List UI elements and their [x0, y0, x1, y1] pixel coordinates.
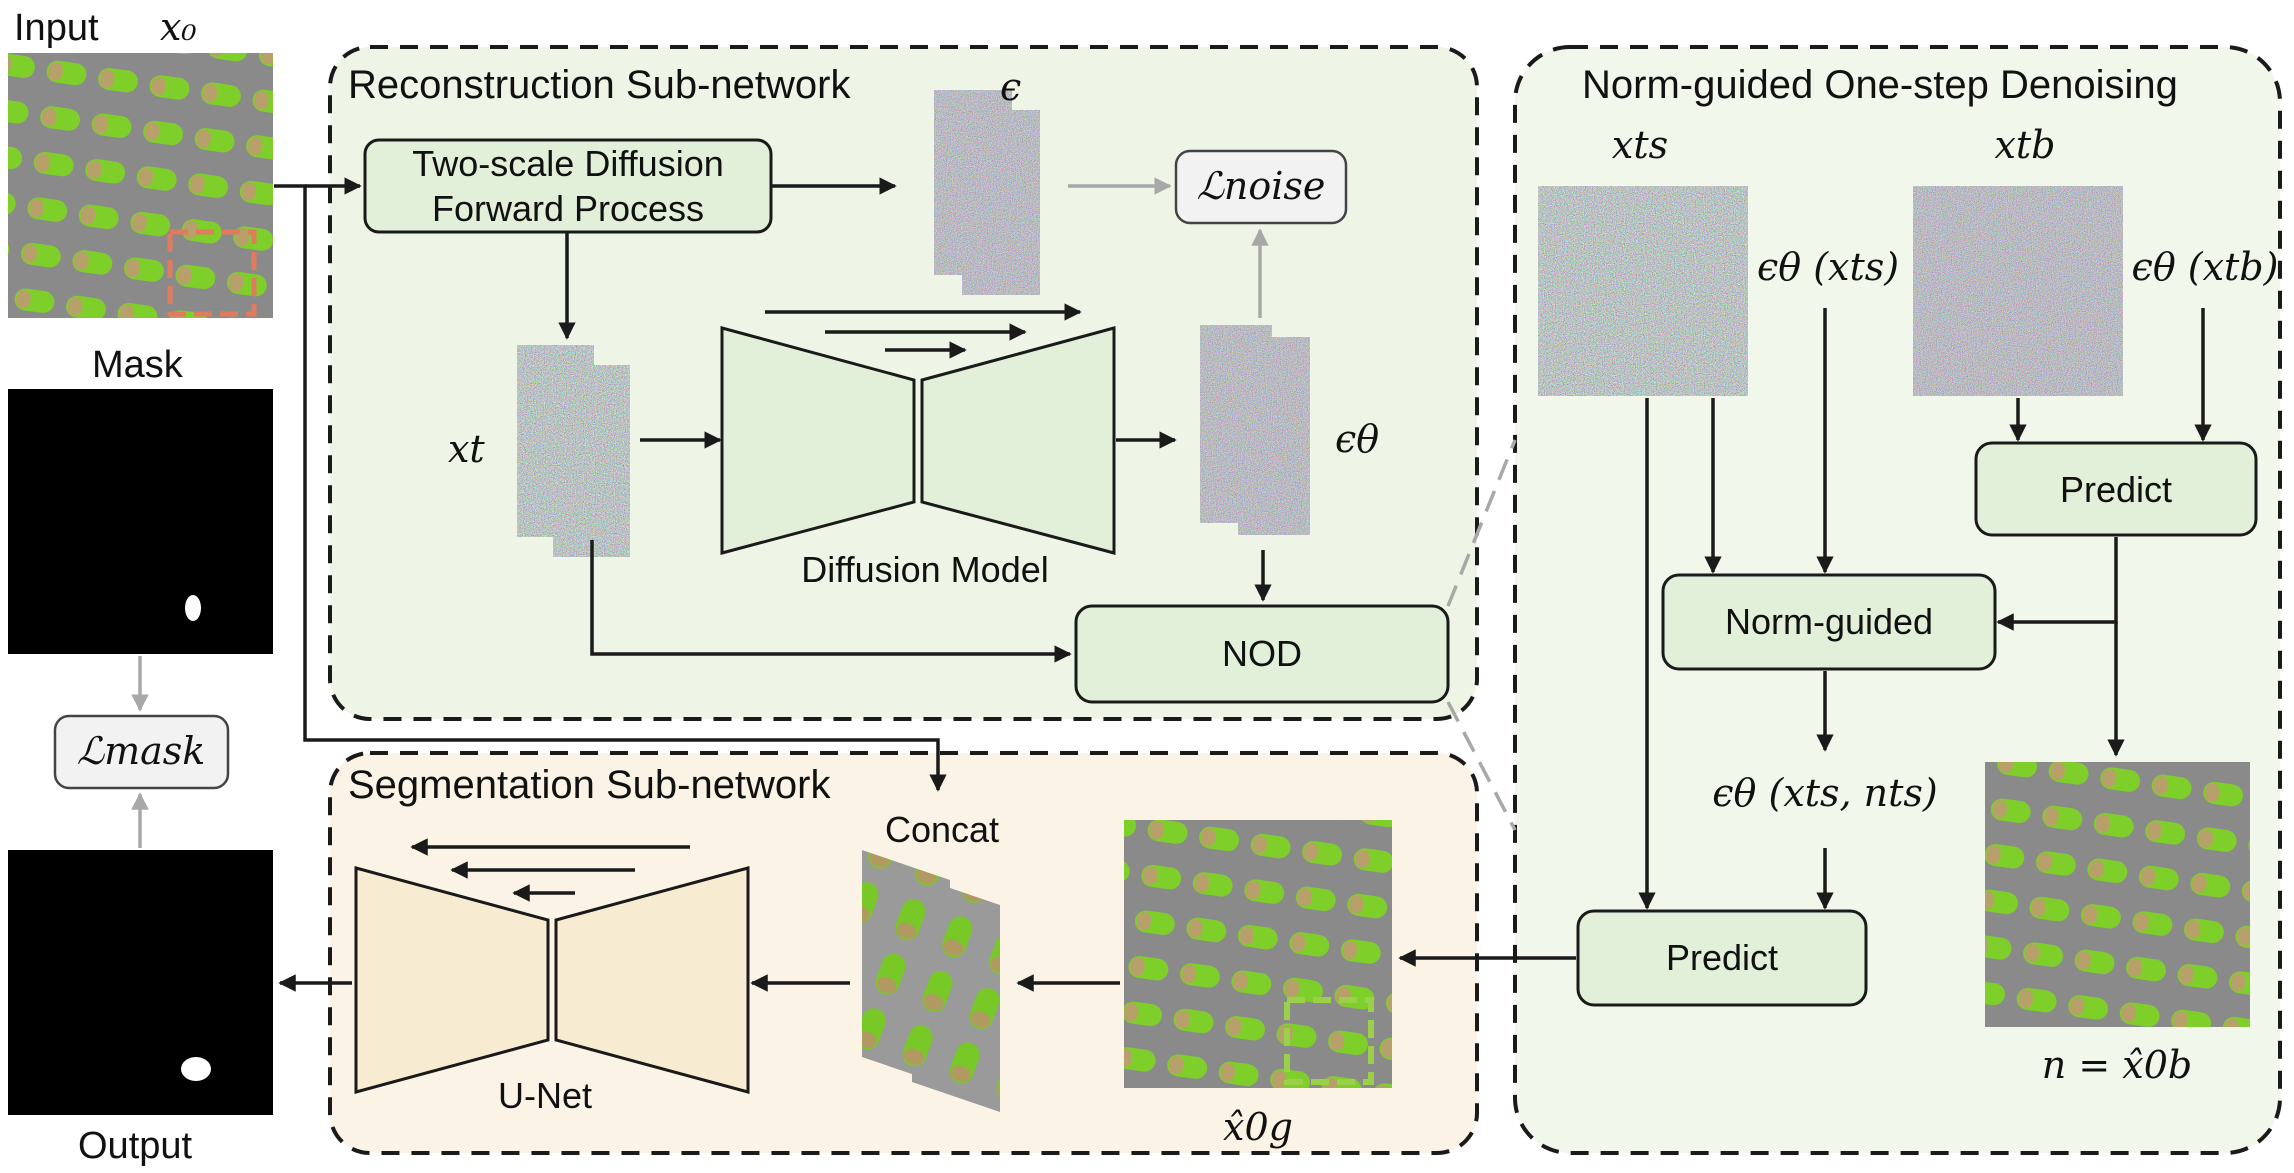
concat-label: Concat: [885, 809, 999, 850]
nod-box: NOD: [1074, 604, 1450, 704]
predict-top-text: Predict: [2060, 469, 2172, 510]
output-label: Output: [78, 1125, 193, 1167]
eps-theta-stack: [1200, 325, 1310, 535]
eps-theta-label: ϵθ: [1335, 417, 1379, 461]
input-math: x₀: [160, 5, 197, 49]
forward-line1: Two-scale Diffusion: [412, 143, 723, 184]
loss-mask-box: ℒmask: [53, 714, 230, 790]
input-image: [8, 53, 273, 318]
input-branch-line: [274, 184, 947, 792]
zoom-connector-bottom: [1446, 701, 1517, 831]
epsilon-noise-stack: [934, 90, 1040, 295]
denoising-title: Norm-guided One-step Denoising: [1582, 63, 2178, 107]
n-equation-label: n = x̂0b: [2042, 1043, 2192, 1087]
nod-text: NOD: [1222, 633, 1302, 674]
loss-noise-text: ℒnoise: [1197, 164, 1326, 208]
predict-top-box: Predict: [1974, 441, 2258, 537]
eps-xtb-label: ϵθ (xtb): [2132, 245, 2279, 289]
xt-noisy-stack: [517, 345, 630, 557]
norm-guided-text: Norm-guided: [1725, 601, 1933, 642]
forward-line2: Forward Process: [432, 188, 704, 229]
loss-mask-text: ℒmask: [77, 729, 206, 773]
zoom-connector-top: [1446, 439, 1517, 607]
anomaly-highlight-green: [1284, 997, 1374, 1085]
norm-guided-box: Norm-guided: [1661, 573, 1997, 671]
output-image: [8, 850, 273, 1115]
input-label: Input: [14, 7, 99, 49]
mask-image: [8, 389, 273, 654]
xt-to-nod-line: [590, 540, 1072, 663]
concat-stack: [862, 850, 1000, 1112]
eps-xts-label: ϵθ (xts): [1757, 245, 1899, 289]
xtb-label: xtb: [1994, 123, 2055, 167]
predict-bottom-box: Predict: [1576, 909, 1868, 1007]
xt-label: xt: [448, 427, 485, 471]
xtb-image: [1913, 186, 2123, 396]
reconstruction-title: Reconstruction Sub-network: [348, 63, 851, 107]
xts-image: [1538, 186, 1748, 396]
x0g-image: [1124, 820, 1392, 1088]
x0b-image: [1985, 762, 2250, 1027]
eps-xts-nts-label: ϵθ (xts, nts): [1712, 771, 1938, 815]
loss-noise-box: ℒnoise: [1174, 149, 1348, 225]
anomaly-highlight-red: [167, 229, 257, 317]
diffusion-model-label: Diffusion Model: [801, 549, 1048, 590]
unet-label: U-Net: [498, 1075, 592, 1116]
xts-label: xts: [1612, 123, 1668, 167]
forward-process-box: Two-scale Diffusion Forward Process: [363, 138, 773, 234]
unet: [354, 866, 750, 1094]
segmentation-title: Segmentation Sub-network: [348, 763, 832, 807]
mask-label: Mask: [92, 344, 184, 386]
x0g-label: x̂0g: [1223, 1105, 1293, 1149]
epsilon-label: ϵ: [1000, 65, 1021, 109]
diffusion-model: [720, 326, 1116, 555]
predict-bottom-text: Predict: [1666, 937, 1778, 978]
